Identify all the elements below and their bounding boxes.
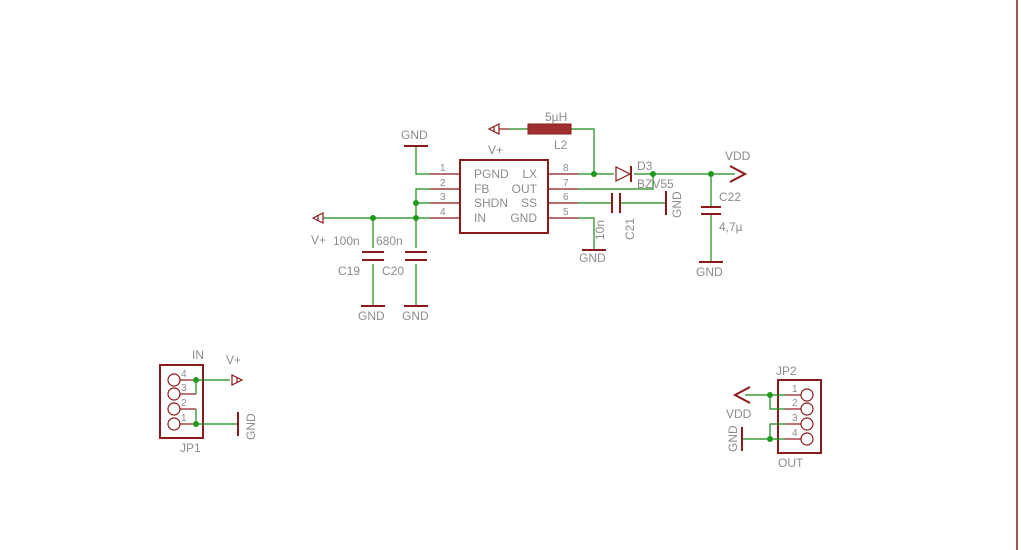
diode-value: BZV55 [637, 177, 674, 191]
jp1-wires [193, 377, 237, 427]
gnd-label: GND [696, 265, 723, 279]
regulator-ic[interactable]: V+ 1 2 3 4 PGND FB SHDN IN 8 7 6 5 LX OU… [430, 143, 578, 234]
connector-pin-number: 3 [181, 383, 187, 394]
connector-pin-number: 3 [792, 413, 798, 424]
gnd-symbol-c20[interactable]: GND [402, 305, 429, 323]
ic-pin-number: 6 [563, 192, 569, 203]
connector-pin-number: 1 [181, 413, 187, 424]
gnd-label: GND [358, 309, 385, 323]
vdd-supply-jp2[interactable]: VDD [726, 386, 752, 421]
vplus-supply-inductor[interactable] [487, 123, 509, 135]
jp2-wires [743, 392, 785, 442]
ic-supply-label: V+ [488, 143, 503, 157]
connector-pin-number: 4 [181, 369, 187, 380]
capacitor-c21[interactable]: 10n C21 [593, 193, 637, 240]
connector-label: OUT [778, 456, 804, 470]
inductor-name: L2 [554, 138, 568, 152]
vdd-label: VDD [726, 407, 752, 421]
ic-pin-name: GND [510, 211, 537, 225]
capacitor-value: 10n [593, 220, 607, 240]
capacitor-name: C19 [338, 264, 360, 278]
vplus-label: V+ [311, 233, 326, 247]
connector-label: IN [192, 348, 204, 362]
ic-pin-name: SS [521, 196, 537, 210]
ic-pin-number: 7 [563, 178, 569, 189]
capacitor-name: C21 [623, 218, 637, 240]
capacitor-value: 680n [376, 234, 403, 248]
connector-pin-number: 2 [792, 398, 798, 409]
gnd-label: GND [579, 251, 606, 265]
gnd-label: GND [244, 413, 258, 440]
ic-pin-name: LX [522, 167, 537, 181]
ic-pin-number: 5 [563, 207, 569, 218]
diode-d3[interactable]: D3 BZV55 [615, 159, 674, 191]
capacitor-name: C22 [719, 190, 741, 204]
gnd-label: GND [726, 425, 740, 452]
vplus-supply-input[interactable]: V+ [311, 212, 326, 247]
diode-name: D3 [637, 159, 653, 173]
gnd-label: GND [670, 191, 684, 218]
vplus-label: V+ [226, 353, 241, 367]
net-junctions [370, 171, 714, 221]
ic-pin-number: 1 [440, 163, 446, 174]
inductor-l2[interactable]: 5µH L2 [527, 110, 572, 152]
vdd-supply-output[interactable]: VDD [725, 149, 751, 183]
connector-pin-number: 2 [181, 398, 187, 409]
connector-name: JP2 [776, 364, 797, 378]
capacitor-c22[interactable]: C22 4,7µ [701, 190, 743, 234]
gnd-symbol-pgnd[interactable]: GND [401, 128, 428, 147]
ic-pin-name: OUT [512, 182, 538, 196]
connector-jp1[interactable]: 4 3 2 1 IN JP1 [159, 348, 204, 455]
gnd-symbol-jp1[interactable]: GND [237, 412, 258, 440]
gnd-symbol-c21[interactable]: GND [665, 191, 684, 218]
inductor-value: 5µH [545, 110, 567, 124]
gnd-symbol-c19[interactable]: GND [358, 305, 385, 323]
ic-pin-number: 4 [440, 207, 446, 218]
ic-pin-number: 2 [440, 178, 446, 189]
vplus-supply-jp1[interactable]: V+ [226, 353, 244, 386]
gnd-symbol-c22[interactable]: GND [696, 261, 723, 279]
capacitor-c19[interactable]: 100n C19 [333, 234, 384, 278]
connector-pin-number: 4 [792, 428, 798, 439]
ic-pin-name: FB [474, 182, 489, 196]
capacitor-c20[interactable]: 680n C20 [376, 234, 427, 278]
ic-pin-number: 3 [440, 192, 446, 203]
ic-pin-name: SHDN [474, 196, 508, 210]
connector-pin-number: 1 [792, 384, 798, 395]
ic-pin-name: PGND [474, 167, 509, 181]
gnd-label: GND [402, 309, 429, 323]
ic-pin-name: IN [474, 211, 486, 225]
connector-jp2[interactable]: 1 2 3 4 JP2 OUT [776, 364, 822, 470]
connector-name: JP1 [180, 441, 201, 455]
gnd-label: GND [401, 128, 428, 142]
capacitor-value: 4,7µ [719, 220, 743, 234]
capacitor-value: 100n [333, 234, 360, 248]
gnd-symbol-pin5[interactable]: GND [579, 249, 606, 265]
gnd-symbol-jp2[interactable]: GND [726, 425, 743, 452]
vdd-label: VDD [725, 149, 751, 163]
capacitor-name: C20 [382, 264, 404, 278]
ic-pin-number: 8 [563, 163, 569, 174]
